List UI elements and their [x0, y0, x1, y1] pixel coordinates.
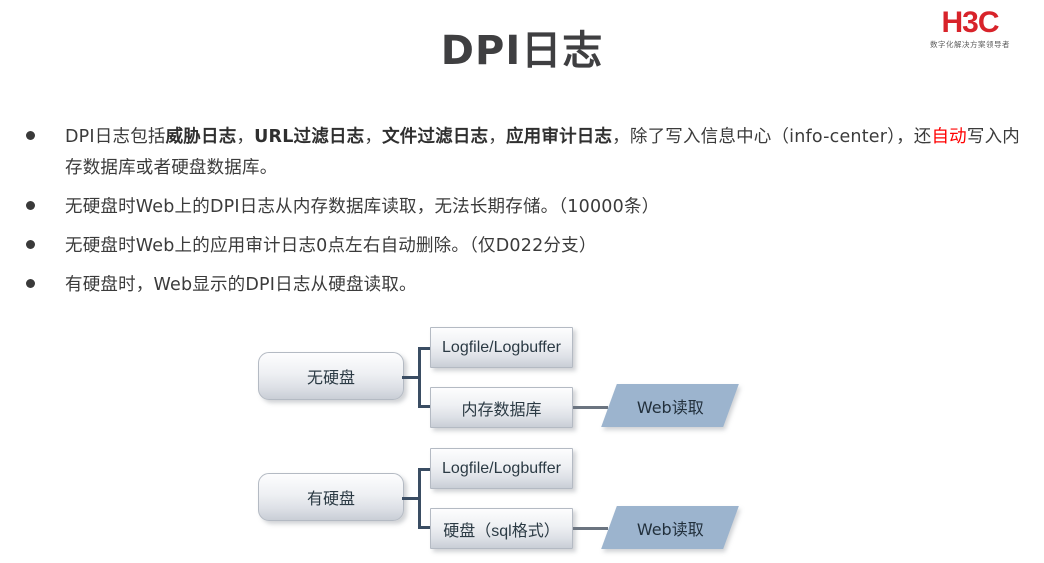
bullet-text-3: 无硬盘时Web上的应用审计日志0点左右自动删除。（仅D022分支）: [65, 231, 597, 262]
text-segment: 无硬盘时Web上的应用审计日志0点左右自动删除。（仅D022分支）: [65, 236, 597, 256]
diagram-node-web-read-1: Web读取: [601, 384, 739, 427]
diagram-node-no-disk: 无硬盘: [258, 352, 404, 400]
bullet-text-1: DPI日志包括威胁日志，URL过滤日志，文件过滤日志，应用审计日志，除了写入信息…: [65, 122, 1026, 184]
node-label: Web读取: [636, 519, 704, 539]
branch-connector-1: [402, 347, 436, 408]
connector-to-web-read-1: [573, 406, 608, 409]
text-segment: 威胁日志: [165, 127, 237, 147]
diagram-node-memory-db: 内存数据库: [430, 387, 573, 428]
diagram-node-logfile-1: Logfile/Logbuffer: [430, 327, 573, 368]
text-segment: 写入内存数据库或者硬盘数据库。: [65, 127, 1020, 178]
bullet-dot-icon: [26, 240, 35, 249]
text-segment: ，: [236, 127, 255, 147]
logo-tagline: 数字化解决方案领导者: [930, 40, 1010, 49]
connector-stub-top: [418, 468, 432, 471]
bullet-dot-icon: [26, 279, 35, 288]
bullet-list: DPI日志包括威胁日志，URL过滤日志，文件过滤日志，应用审计日志，除了写入信息…: [26, 122, 1026, 309]
text-segment: ，: [488, 127, 506, 147]
logo-wordmark: H3C: [941, 6, 999, 39]
node-label: 有硬盘: [306, 489, 355, 508]
list-item: 有硬盘时，Web显示的DPI日志从硬盘读取。: [26, 270, 1026, 301]
text-segment: URL过滤日志: [254, 127, 365, 147]
connector-to-web-read-2: [573, 527, 608, 530]
connector-feed: [402, 497, 420, 500]
diagram-node-logfile-2: Logfile/Logbuffer: [430, 448, 573, 489]
bullet-dot-icon: [26, 131, 35, 140]
node-label: Web读取: [636, 397, 704, 417]
node-label: 内存数据库: [461, 401, 542, 419]
list-item: 无硬盘时Web上的应用审计日志0点左右自动删除。（仅D022分支）: [26, 231, 1026, 262]
text-segment: 应用审计日志: [505, 127, 613, 147]
text-segment: 无硬盘时Web上的DPI日志从内存数据库读取，无法长期存储。（10000条）: [65, 197, 660, 217]
page-title: DPI日志: [440, 28, 604, 74]
node-label: 硬盘（sql格式）: [443, 522, 560, 540]
connector-feed: [402, 376, 420, 379]
list-item: 无硬盘时Web上的DPI日志从内存数据库读取，无法长期存储。（10000条）: [26, 192, 1026, 223]
bullet-dot-icon: [26, 201, 35, 210]
diagram-node-web-read-2: Web读取: [601, 506, 739, 549]
text-segment: ，除了写入信息中心（info-center），还: [612, 127, 932, 147]
connector-stub-top: [418, 347, 432, 350]
text-segment: 自动: [931, 127, 967, 147]
text-segment: 文件过滤日志: [382, 127, 489, 147]
connector-stub-bottom: [418, 405, 432, 408]
bullet-text-2: 无硬盘时Web上的DPI日志从内存数据库读取，无法长期存储。（10000条）: [65, 192, 659, 223]
bullet-text-4: 有硬盘时，Web显示的DPI日志从硬盘读取。: [65, 270, 417, 301]
list-item: DPI日志包括威胁日志，URL过滤日志，文件过滤日志，应用审计日志，除了写入信息…: [26, 122, 1026, 184]
text-segment: ，: [364, 127, 383, 147]
branch-connector-2: [402, 468, 436, 529]
diagram-node-disk-sql: 硬盘（sql格式）: [430, 508, 573, 549]
h3c-logo: H3C 数字化解决方案领导者: [910, 8, 1030, 49]
node-label: Logfile/Logbuffer: [442, 338, 561, 356]
node-label: 无硬盘: [306, 368, 355, 387]
text-segment: 有硬盘时，Web显示的DPI日志从硬盘读取。: [65, 275, 417, 295]
text-segment: DPI日志包括: [65, 127, 166, 147]
connector-stub-bottom: [418, 526, 432, 529]
node-label: Logfile/Logbuffer: [442, 459, 561, 477]
dpi-log-flow-diagram: 无硬盘 Logfile/Logbuffer 内存数据库 Web读取 有硬盘 Lo…: [0, 320, 1044, 563]
diagram-node-with-disk: 有硬盘: [258, 473, 404, 521]
